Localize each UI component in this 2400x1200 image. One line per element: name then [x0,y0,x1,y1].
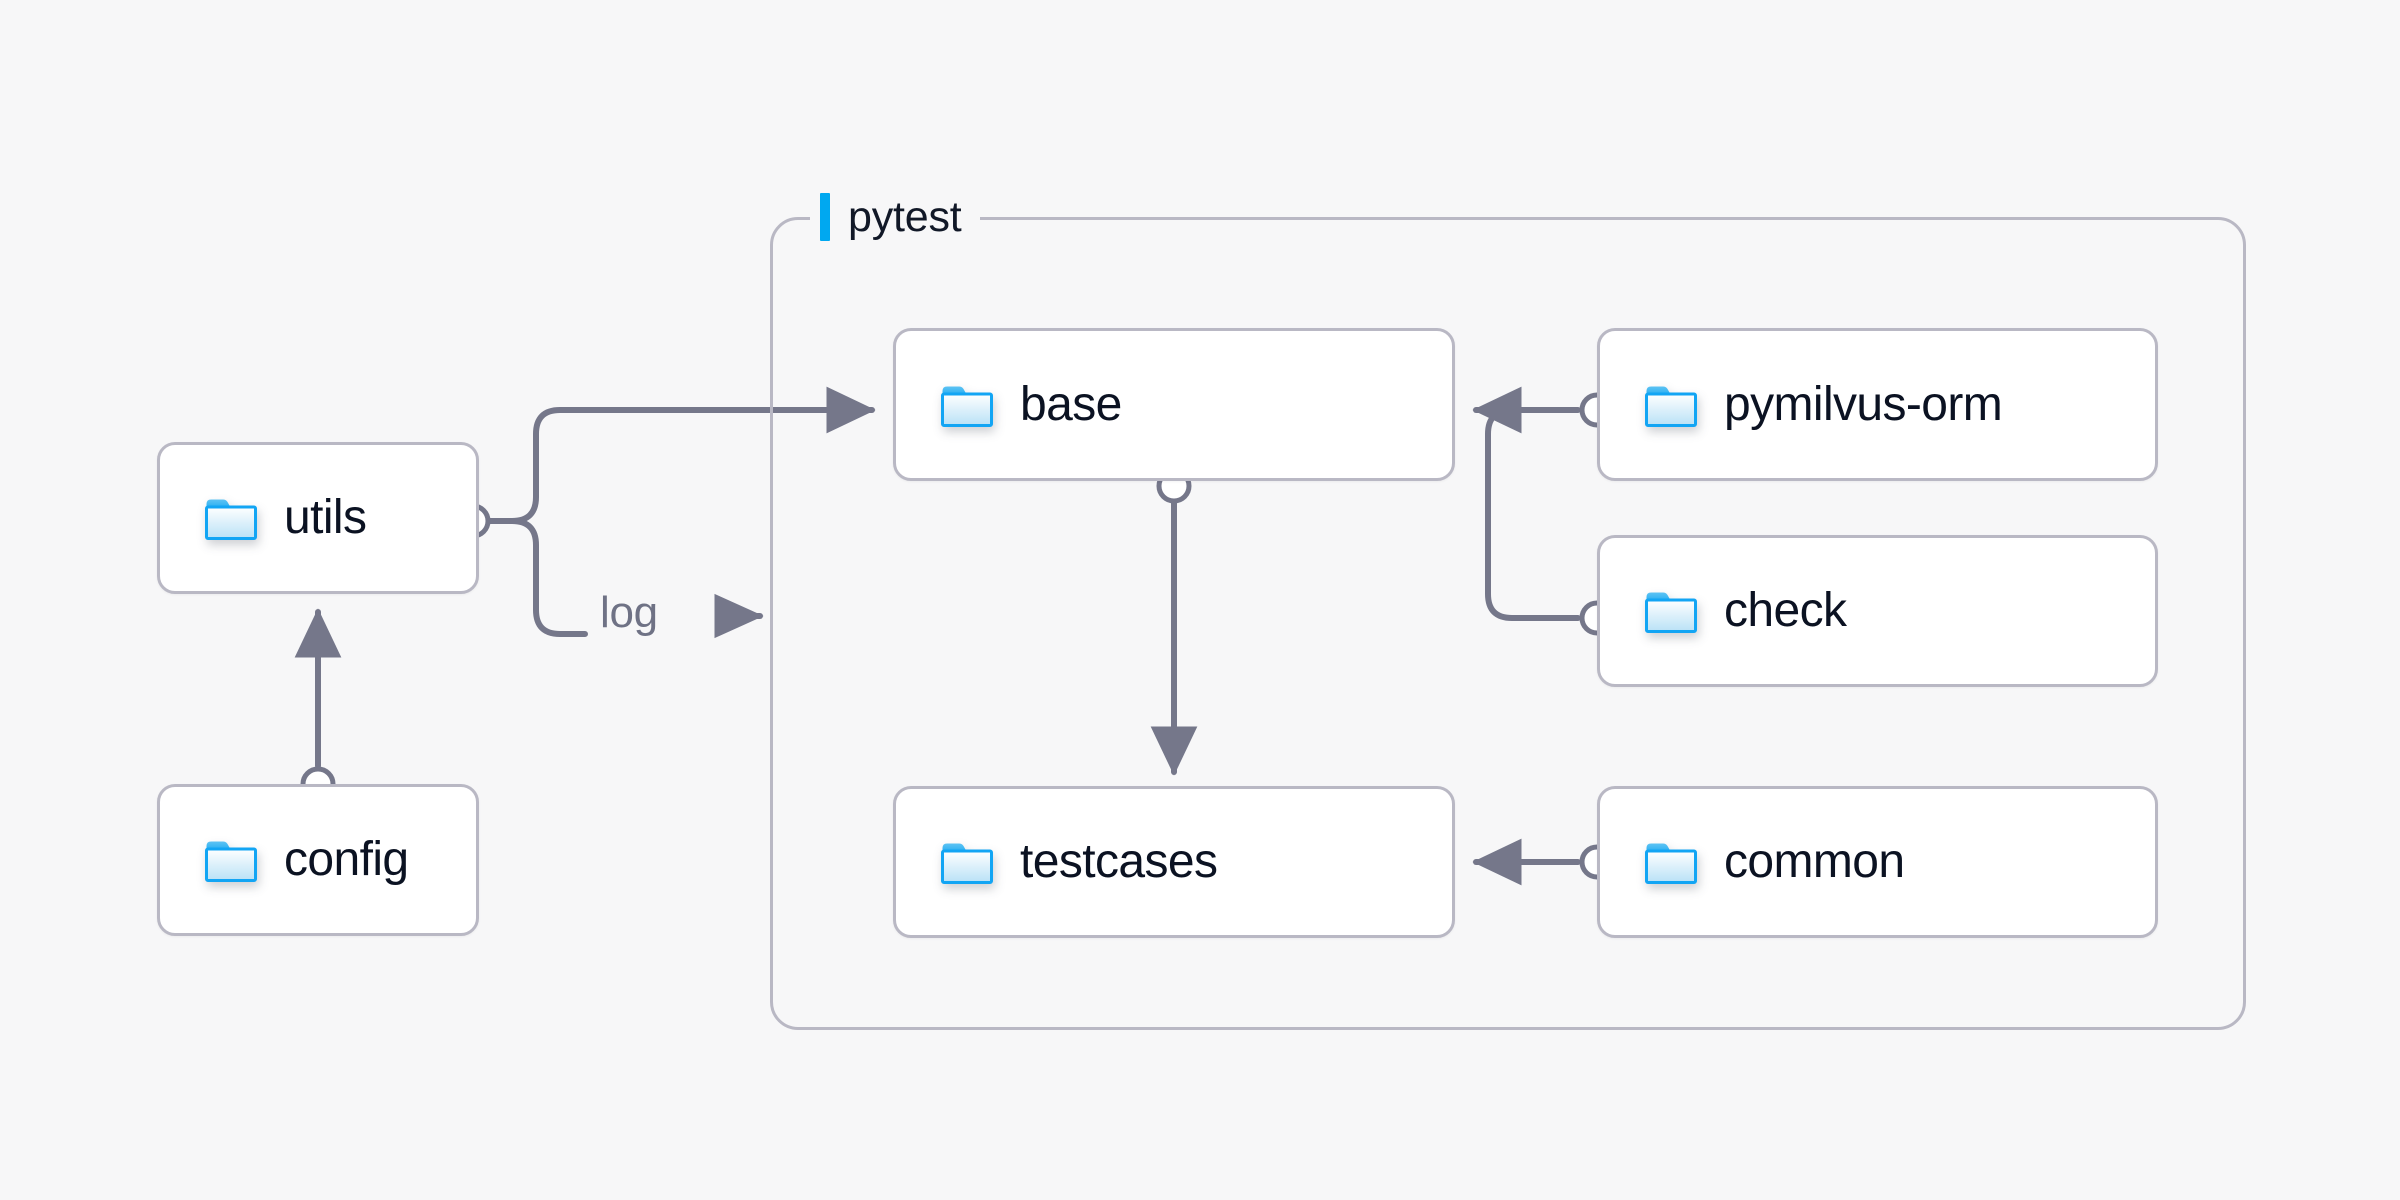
folder-icon [204,495,258,541]
node-utils-label: utils [284,491,367,544]
folder-icon [940,839,994,885]
node-common[interactable]: common [1597,786,2158,938]
folder-icon [1644,382,1698,428]
node-pymilvus-orm-label: pymilvus-orm [1724,377,2003,431]
edge-utils-to-log [509,518,588,637]
node-utils[interactable]: utils [157,442,479,594]
group-pytest-title: pytest [848,192,962,241]
group-pytest-label: pytest [810,188,980,246]
node-config-label: config [284,833,409,886]
node-common-label: common [1724,835,1905,888]
folder-icon [1644,588,1698,634]
folder-icon [204,837,258,883]
group-pytest[interactable] [770,217,2246,1030]
node-check-label: check [1724,584,1847,637]
folder-icon [1644,839,1698,885]
node-config[interactable]: config [157,784,479,936]
node-check[interactable]: check [1597,535,2158,687]
node-testcases[interactable]: testcases [893,786,1455,938]
node-testcases-label: testcases [1020,835,1218,888]
edge-label-log: log [600,588,658,637]
node-base-label: base [1020,377,1122,431]
folder-icon [940,382,994,428]
accent-bar-icon [820,193,830,241]
node-pymilvus-orm[interactable]: pymilvus-orm [1597,328,2158,481]
node-base[interactable]: base [893,328,1455,481]
